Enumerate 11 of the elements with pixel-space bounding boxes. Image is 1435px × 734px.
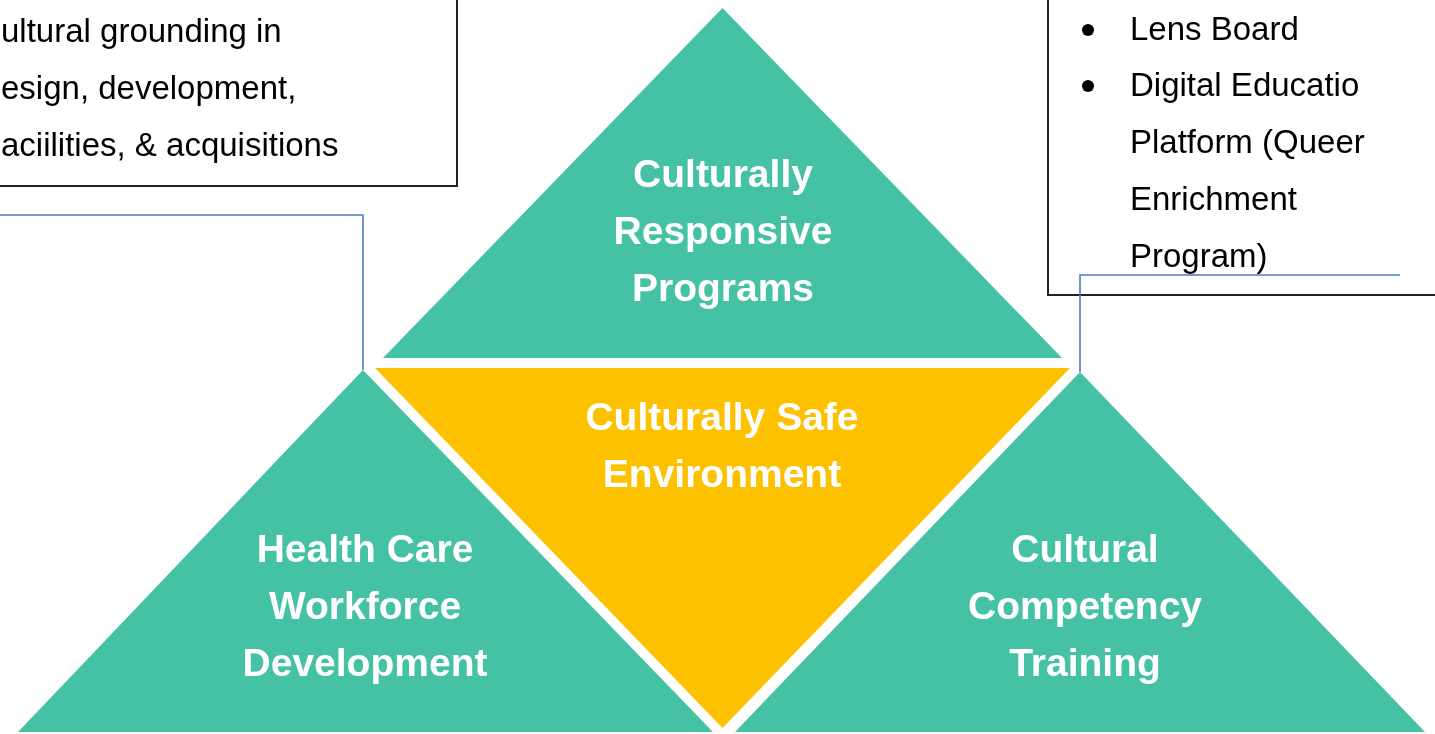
- leader-line: [1079, 274, 1401, 373]
- leader-line: [0, 214, 364, 371]
- note-box: [1047, 0, 1435, 296]
- bullet-item: Digital Educatio Platform (Queer Enrichment Program): [1130, 65, 1366, 276]
- note-box: [0, 0, 458, 187]
- section-title: Culturally Responsive Programs: [612, 151, 834, 311]
- section-title: Health Care Workforce Development: [241, 526, 489, 686]
- section-title: Cultural Competency Training: [966, 526, 1204, 686]
- bullet-item: Lens Board: [1130, 9, 1300, 49]
- section-title: Culturally Safe Environment: [584, 394, 860, 497]
- note-text: ultural grounding in esign, development, aciilities, & acquisitions: [1, 11, 340, 165]
